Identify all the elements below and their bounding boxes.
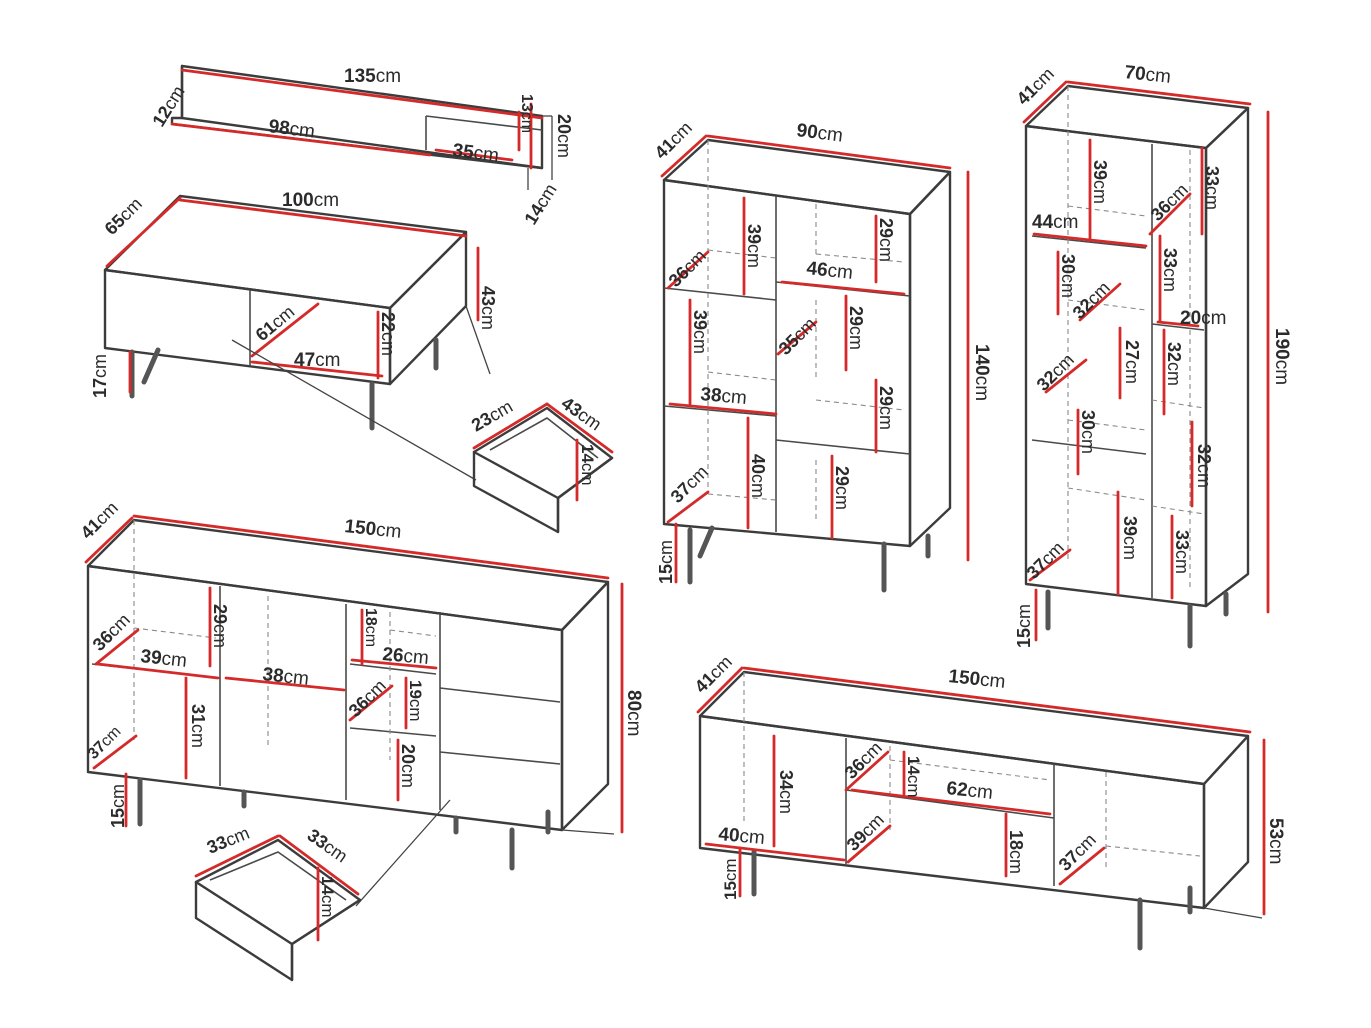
coffee-table-depth-label: 65cm [101,194,146,239]
tv-stand-depth-label: 41cm [691,652,736,697]
wall-shelf-inner-height-label: 13cm [518,94,535,133]
tall-cabinet-70 [1022,80,1270,649]
wall-shelf-top-height-label: 14cm [520,180,560,228]
tall-cabinet-h-bottom-right-label: 33cm [1172,530,1192,574]
tall-cabinet-h-r4-label: 32cm [1194,444,1214,488]
tall-cabinet-depth-bottom-label: 37cm [1023,538,1068,583]
sideboard-drawer-height-label: 14cm [318,876,337,918]
tall-cabinet-w-right-label: 20cm [1180,308,1226,329]
tall-cabinet-h-l4-label: 30cm [1078,410,1098,454]
coffee-drawer-height-label: 14cm [578,444,597,486]
coffee-table-width-label: 100cm [282,190,339,211]
sideboard-h-small-label: 18cm [362,608,379,647]
tall-cabinet-leg-height-label: 15cm [1014,604,1034,648]
sideboard-depth3-label: 37cm [85,723,125,763]
bookcase-90-h3-label: 39cm [690,310,710,354]
bookcase-90-depth1-label: 36cm [665,246,710,291]
dimension-labels: 135cm 12cm 98cm 35cm 13cm 20cm 14cm 100c… [77,62,1292,918]
tv-stand-h14-label: 14cm [904,756,923,798]
bookcase-90-height-label: 140cm [971,344,992,401]
bookcase-90 [660,134,970,593]
tall-cabinet-width-label: 70cm [1123,62,1171,88]
tv-stand-height-label: 53cm [1265,818,1286,864]
tv-stand-w62-label: 62cm [945,778,993,804]
sideboard-w-mid-label: 38cm [261,664,309,690]
coffee-table-leg-height-label: 17cm [90,354,110,398]
bookcase-90-h7-label: 29cm [832,466,852,510]
sideboard-front [86,564,564,832]
tall-cabinet-h-top-left-label: 39cm [1090,160,1110,204]
sideboard-height-label: 80cm [623,690,644,736]
sideboard-w-small-label: 26cm [382,644,430,669]
sideboard-h31-label: 31cm [188,704,208,748]
bookcase-90-mid-width-label: 38cm [700,384,748,409]
tv-stand-w40-label: 40cm [718,824,766,849]
tall-cabinet-height-label: 190cm [1271,328,1292,385]
sideboard-drawer [194,834,362,982]
coffee-drawer [472,402,614,534]
bookcase-90-h2-label: 29cm [876,218,896,262]
bookcase-90-leg-height-label: 15cm [656,540,676,584]
bookcase-90-top-width-label: 46cm [805,258,853,284]
sideboard-w1-label: 39cm [139,646,187,672]
bookcase-90-h5-label: 29cm [876,386,896,430]
wall-shelf-height-label: 20cm [554,114,574,158]
bookcase-90-top [662,138,952,216]
sideboard-depth2-label: 36cm [345,676,390,721]
sideboard-width-label: 150cm [343,516,402,543]
sideboard-h1-label: 29cm [210,604,230,648]
coffee-table-side [388,230,468,386]
tall-cabinet-h-r2-label: 33cm [1160,248,1180,292]
wall-shelf-compartment-right-label: 35cm [451,140,500,167]
sideboard-h20-label: 20cm [398,744,418,788]
coffee-table [103,194,491,481]
wall-shelf [170,64,553,190]
tall-cabinet-h-r3-label: 32cm [1164,342,1184,386]
sideboard-leg-height-label: 15cm [108,784,128,828]
tall-cabinet-depth-top-label: 36cm [1147,180,1192,225]
bookcase-90-depth2-label: 35cm [775,314,820,359]
sideboard-depth-label: 41cm [77,498,122,543]
sideboard-depth1-label: 36cm [89,610,134,655]
wall-shelf-width-label: 135cm [344,66,401,87]
tv-stand-width-label: 150cm [947,666,1006,693]
bookcase-90-h4-label: 29cm [846,306,866,350]
tall-cabinet-h-l3-label: 27cm [1122,340,1142,384]
bookcase-90-h1-label: 39cm [744,224,764,268]
wall-shelf-back [180,64,544,170]
bookcase-90-depth3-label: 37cm [667,462,712,507]
tv-stand-leg-height-label: 15cm [721,858,740,900]
bookcase-90-width-label: 90cm [795,120,844,147]
bookcase-90-front [662,178,912,548]
tall-cabinet-w-left-label: 44cm [1032,212,1078,233]
tall-cabinet-h-bottom-mid-label: 39cm [1120,516,1140,560]
tv-stand-h18-label: 18cm [1006,830,1026,874]
tall-cabinet-h-l2-label: 30cm [1058,254,1078,298]
coffee-table-height-label: 43cm [478,286,498,330]
coffee-table-drawer-height-label: 22cm [378,312,398,356]
wall-shelf-width-line [180,68,544,120]
bookcase-90-h6-label: 40cm [748,454,768,498]
tv-stand-h34-label: 34cm [776,770,796,814]
tv-stand-front [698,714,1206,910]
coffee-table-front [103,268,392,386]
coffee-table-drawer-width-label: 47cm [294,350,340,371]
tall-cabinet-h-top-right-label: 33cm [1202,166,1222,210]
wall-shelf-compartment-left-label: 98cm [267,116,316,143]
sideboard-150 [84,514,624,907]
sideboard-h19-label: 19cm [406,680,425,722]
wall-shelf-compartment-line [170,122,432,157]
tv-stand-150 [696,666,1266,951]
